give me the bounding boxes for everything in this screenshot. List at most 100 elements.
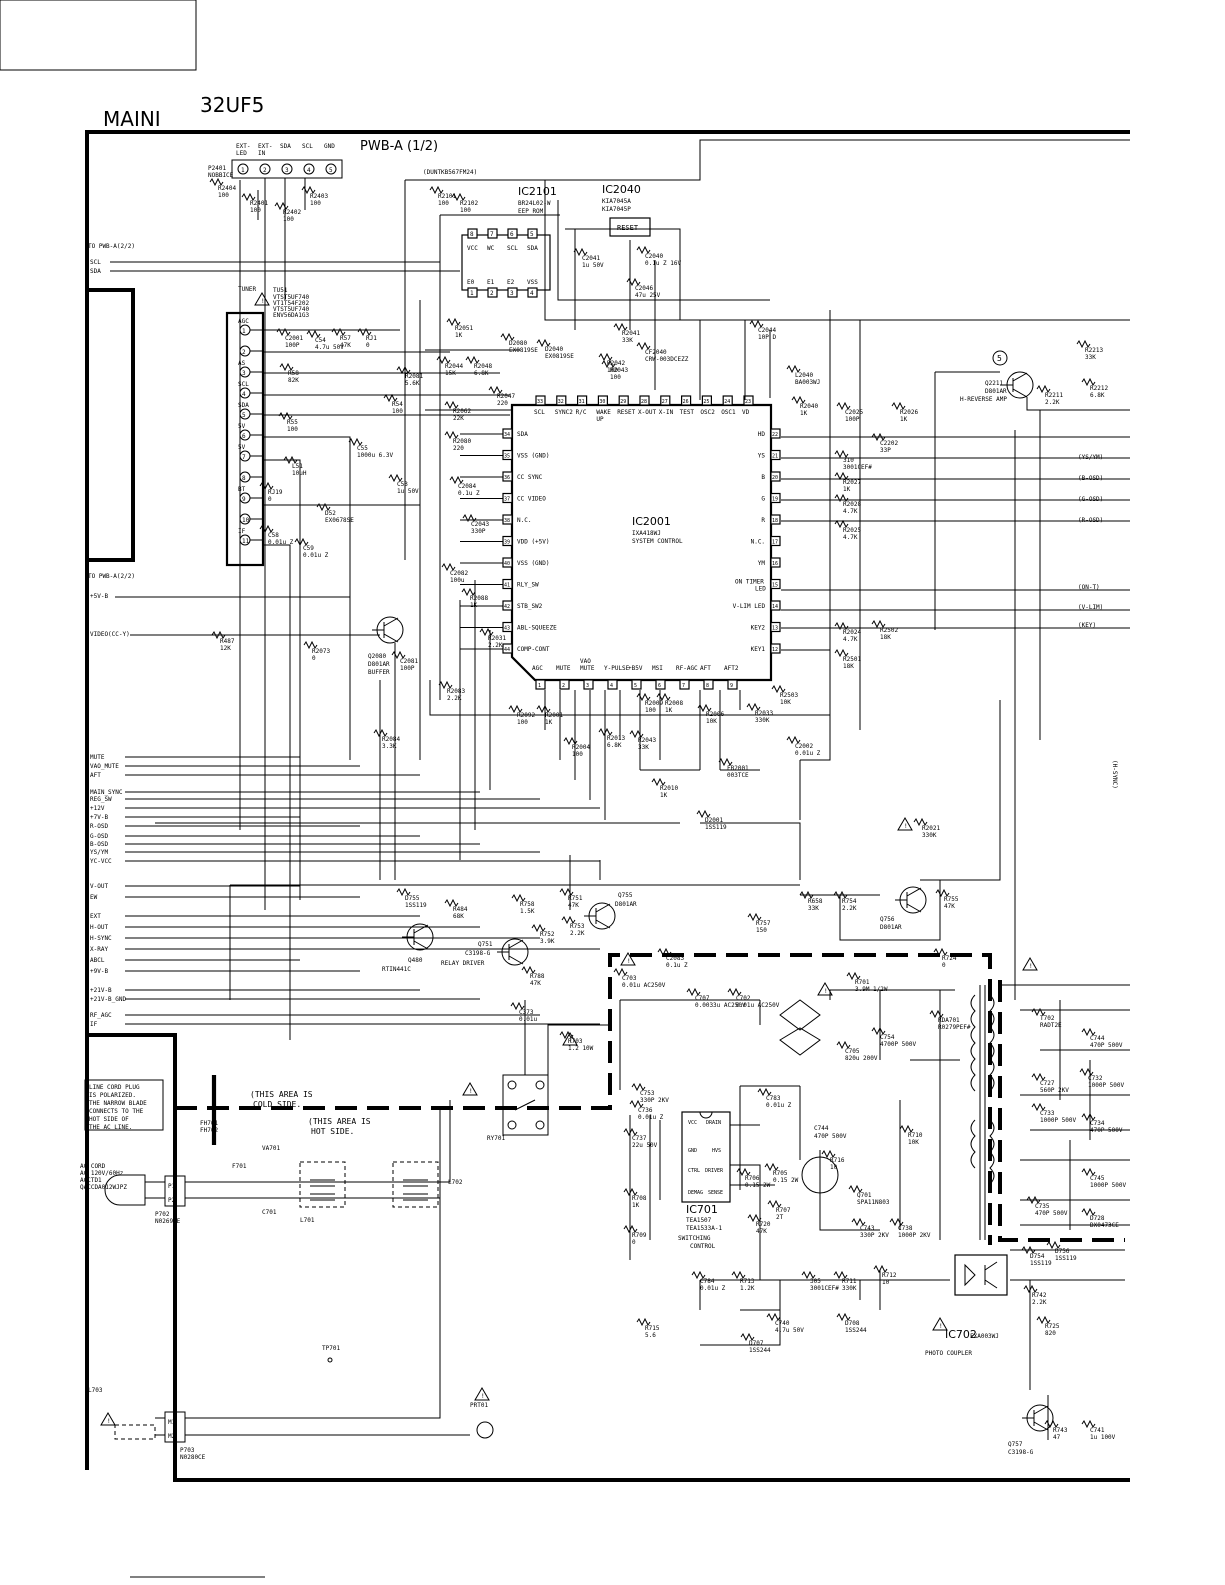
left-signal-label: MAIN_SYNC	[90, 789, 123, 796]
component-ref: D52	[325, 510, 336, 517]
component-symbol	[303, 640, 318, 650]
component-ref: R2013	[607, 735, 625, 742]
svg-text:470P 500V: 470P 500V	[814, 1133, 847, 1140]
svg-text:5: 5	[530, 231, 534, 238]
component-ref: C2025	[845, 409, 863, 416]
component-value: 1SS244	[845, 1327, 867, 1334]
component-symbol	[834, 493, 849, 503]
ic2001-pin-label: R/C	[576, 409, 587, 416]
component-symbol	[279, 362, 294, 372]
ic2001-pin-label: AGC	[532, 665, 543, 672]
tuner-pin-label: 5V	[238, 444, 246, 451]
component-ref: R2043	[638, 737, 656, 744]
component-ref: D2001	[705, 817, 723, 824]
svg-text:7: 7	[490, 231, 494, 238]
left-signal-label: EW	[90, 894, 98, 901]
component-symbol	[211, 630, 226, 640]
component-ref: R710	[908, 1132, 923, 1139]
warning-triangles: !!!!!!!!!!	[100, 292, 1038, 1426]
ic2001-pin-label: UP	[596, 416, 604, 423]
component-symbol	[834, 449, 849, 459]
p2401-pin-num: 2	[263, 167, 267, 174]
tuner-pin-num: 7	[242, 454, 246, 461]
component-ref: R2031	[488, 635, 506, 642]
component-value: 820	[1045, 1330, 1056, 1337]
component-value: 470P 500V	[1090, 1042, 1123, 1049]
component-ref: R484	[453, 906, 468, 913]
component-ref: R753	[570, 923, 585, 930]
svg-text:41: 41	[504, 583, 510, 589]
component-value: 1u 100V	[1090, 1434, 1116, 1441]
component-ref: RJ19	[268, 489, 283, 496]
component-value: 4.7K	[843, 534, 858, 541]
svg-text:P2: P2	[168, 1197, 176, 1204]
svg-text:Q480: Q480	[408, 957, 423, 964]
component-value: 0.15 2W	[773, 1177, 799, 1184]
left-signal-label: RF_AGC	[90, 1012, 112, 1019]
svg-text:43: 43	[504, 626, 510, 632]
component-ref: R2041	[622, 330, 640, 337]
tuner-pin-num: 10	[242, 517, 250, 524]
left-signal-label: AFT	[90, 772, 101, 779]
left-signals-bottom: MUTEVAO_MUTEAFTMAIN_SYNCREG_SW+12V+7V-BR…	[90, 754, 600, 1028]
component-value: EX0819SE	[545, 353, 574, 360]
component-value: 47K	[340, 342, 351, 349]
svg-text:3: 3	[510, 290, 514, 297]
ac-input-section: P1 P2 P702 N0269CE AC CORD AC 120V/60Hz …	[80, 1075, 463, 1225]
ic2101-pin-label: E1	[487, 279, 495, 286]
svg-text:FH701: FH701	[200, 1120, 218, 1127]
component-ref: R2073	[312, 648, 330, 655]
svg-text:HOT SIDE.: HOT SIDE.	[311, 1127, 354, 1136]
svg-text:TU51: TU51	[273, 287, 288, 294]
component-ref: R2006	[706, 711, 724, 718]
ic2001-pin-label: OSC2	[700, 409, 715, 416]
component-symbol	[718, 757, 733, 767]
component-symbol	[449, 475, 464, 485]
component-symbol	[1023, 1284, 1038, 1294]
component-value: 2.2K	[842, 905, 857, 912]
ic2001-pin-label: YM	[758, 560, 766, 567]
component-ref: C736	[638, 1107, 653, 1114]
component-ref: R2051	[455, 325, 473, 332]
component-value: 5.6K	[405, 380, 420, 387]
svg-text:37: 37	[504, 497, 510, 503]
component-symbol	[561, 915, 576, 925]
component-value: 1K	[843, 486, 851, 493]
svg-text:22: 22	[772, 432, 778, 438]
component-ref: C705	[845, 1048, 860, 1055]
component-ref: C744	[1090, 1035, 1105, 1042]
component-value: 0.01u AC250V	[736, 1002, 780, 1009]
component-value: 2.2K	[488, 642, 503, 649]
left-signal-label: EXT	[90, 913, 101, 920]
component-symbol	[767, 1199, 782, 1209]
component-value: 1u 50V	[582, 262, 604, 269]
component-ref: R54	[392, 401, 403, 408]
component-value: 6.8K	[607, 742, 622, 749]
component-value: 1SS119	[405, 902, 427, 909]
svg-text:Q2211: Q2211	[985, 380, 1003, 387]
component-symbol	[740, 1332, 755, 1342]
left-signal-label: REG_SW	[90, 796, 112, 803]
left-signal-label: YC-VCC	[90, 858, 112, 865]
component-symbol	[1076, 339, 1091, 349]
component-value: EX0678SE	[325, 517, 354, 524]
component-ref: C707	[695, 995, 710, 1002]
svg-text:D801AR: D801AR	[615, 901, 637, 908]
component-symbol	[757, 1087, 772, 1097]
component-symbol	[209, 177, 224, 187]
component-value: 100	[283, 216, 294, 223]
svg-text:CONNECTS TO THE: CONNECTS TO THE	[89, 1108, 144, 1115]
component-value: 0	[366, 342, 370, 349]
component-value: 47K	[756, 1228, 767, 1235]
svg-text:RTIN441C: RTIN441C	[382, 966, 411, 973]
ic2001-pin-label: SCL	[534, 409, 545, 416]
component-ref: RJ1	[366, 335, 377, 342]
component-symbol	[623, 1224, 638, 1234]
component-ref: R2211	[1045, 392, 1063, 399]
svg-text:TEA1533A-1: TEA1533A-1	[686, 1225, 723, 1232]
component-ref: C2002	[795, 743, 813, 750]
svg-text:(THIS AREA IS: (THIS AREA IS	[308, 1117, 371, 1126]
svg-text:!: !	[481, 1393, 485, 1400]
ic2001-pin-label: ABL-SQUEEZE	[517, 625, 557, 632]
top-wiring	[239, 139, 1130, 1040]
